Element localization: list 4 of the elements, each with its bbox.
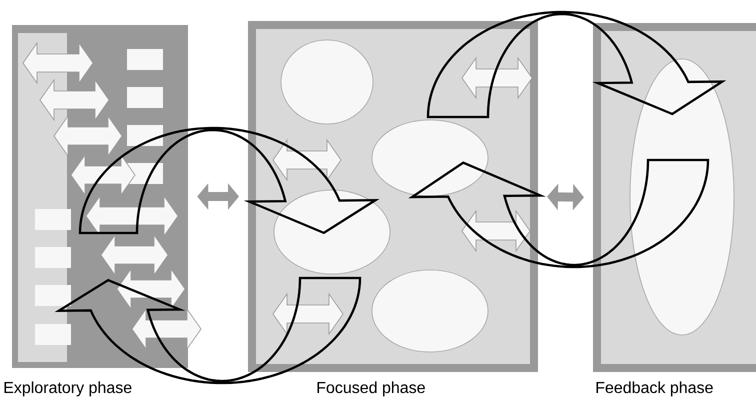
phase-caption: Feedback phase (596, 381, 713, 396)
phase-caption: Focused phase (318, 381, 425, 396)
phase-caption: Exploratory phase (4, 381, 132, 396)
double-arrow (547, 184, 584, 210)
